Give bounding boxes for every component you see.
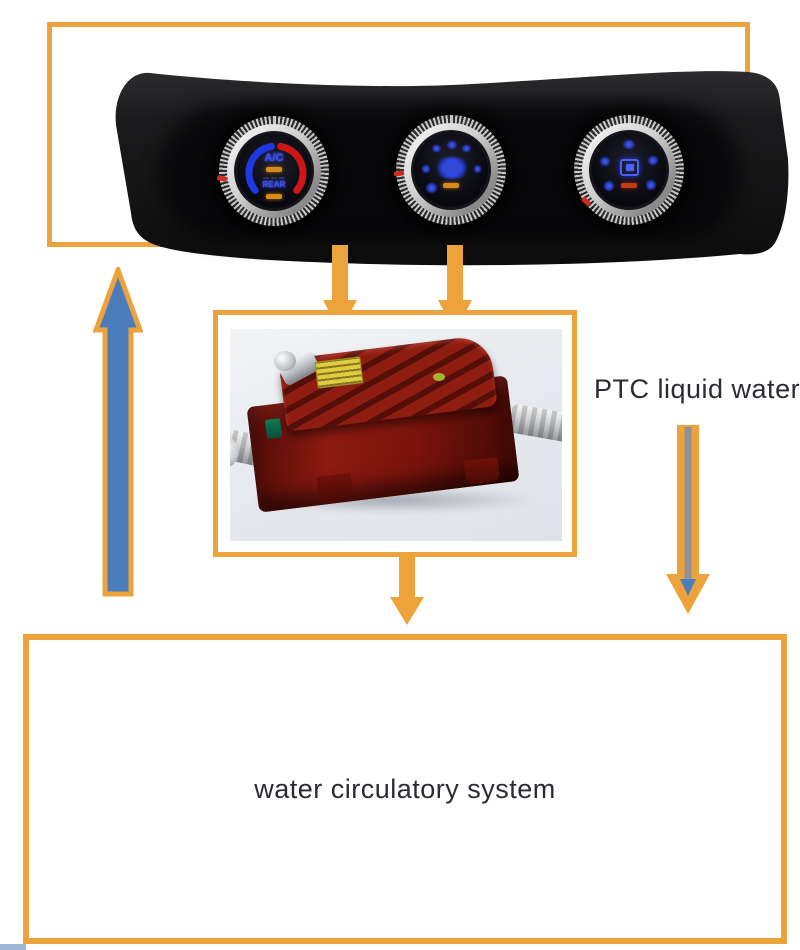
mode-face-icon <box>600 157 610 166</box>
fan-dial-face <box>414 133 488 207</box>
dial-marker <box>216 175 228 182</box>
divider <box>263 177 285 179</box>
return-arrow-water-to-panel <box>93 267 143 597</box>
heater-connector-cap <box>274 351 296 371</box>
mode-indicator <box>621 183 637 188</box>
ac-label: A/C <box>264 152 284 164</box>
fan-off-icon <box>422 165 430 173</box>
fan-indicator <box>443 183 459 188</box>
fan-speed-icon <box>447 141 457 149</box>
ptc-heater-image <box>230 329 562 541</box>
heater-foot <box>316 473 354 501</box>
arrow-inner-line <box>684 427 692 579</box>
ac-indicator <box>266 167 282 172</box>
cold-arc-icon <box>245 142 275 194</box>
car-icon <box>441 163 463 173</box>
flow-arrow-heater-to-water <box>390 555 424 625</box>
hot-arc-icon <box>277 142 307 194</box>
heater-foot <box>463 457 501 485</box>
defrost-icon <box>623 140 635 149</box>
fan-speed-icon <box>462 145 471 152</box>
display-icon <box>620 159 639 176</box>
control-panel-box: A/C REAR <box>47 22 789 266</box>
rear-indicator <box>266 194 282 199</box>
temperature-arcs <box>245 142 307 194</box>
water-system-label: water circulatory system <box>254 773 556 804</box>
display-icon-inner <box>626 164 634 171</box>
arrow-inner-blue-head <box>680 579 696 596</box>
heater-terminal <box>264 418 283 439</box>
fan-max-icon <box>474 165 481 173</box>
mode-feet-icon <box>604 181 614 191</box>
water-system-box: water circulatory system <box>23 634 787 944</box>
snowflake-icon <box>426 183 437 193</box>
ptc-heater-box <box>213 310 577 557</box>
ptc-liquid-water-label: PTC liquid water <box>594 374 800 404</box>
heater-nameplate <box>314 356 364 389</box>
inlet-pipe-cap <box>230 437 238 467</box>
climate-control-panel: A/C REAR <box>112 63 792 267</box>
heater-vent-dot <box>433 373 445 381</box>
outlet-pipe-right <box>507 403 562 444</box>
fan-speed-icon <box>432 145 441 152</box>
mode-face-feet-icon <box>648 156 658 165</box>
rear-defrost-icon <box>646 180 656 190</box>
bottom-blue-line <box>0 944 26 950</box>
temperature-dial[interactable]: A/C REAR <box>216 116 329 226</box>
mode-dial-face <box>592 133 666 207</box>
mode-dial[interactable] <box>574 115 684 225</box>
flow-arrow-ptc-to-water <box>666 425 710 614</box>
temperature-dial-face: A/C REAR <box>237 134 311 208</box>
rear-label: REAR <box>262 180 286 189</box>
fan-dial[interactable] <box>393 115 506 225</box>
